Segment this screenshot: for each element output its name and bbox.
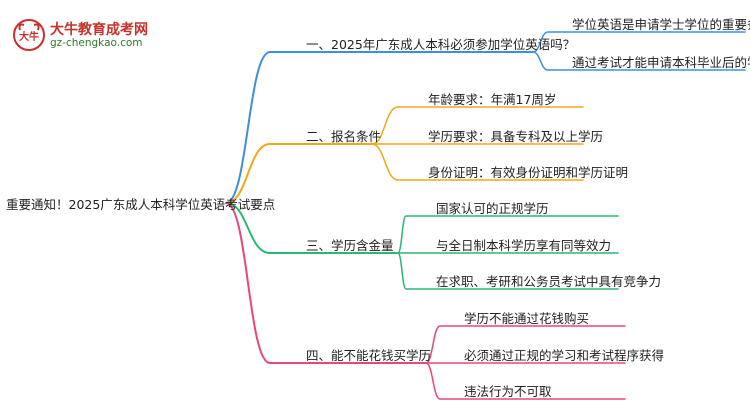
branch-2-child-3-connector	[371, 143, 584, 181]
branch-4-child-1: 学历不能通过花钱购买	[464, 311, 590, 326]
svg-text:大牛: 大牛	[19, 30, 39, 43]
branch-4-child-3: 违法行为不可取	[464, 384, 552, 399]
branch-1-connector	[225, 51, 534, 204]
root-topic: 重要通知！2025广东成人本科学位英语考试要点	[6, 197, 276, 212]
branch-1-child-2-connector	[532, 51, 746, 71]
logo-url: gz-chengkao.com	[50, 37, 143, 49]
branch-4-connector	[225, 202, 427, 364]
branch-1-child-1: 学位英语是申请学士学位的重要条件	[572, 17, 750, 32]
branch-2-label: 二、报名条件	[306, 129, 382, 144]
branch-1-child-1-connector	[532, 31, 746, 53]
branch-3-child-1: 国家认可的正规学历	[436, 201, 549, 216]
branch-4-child-3-connector	[425, 362, 626, 400]
branch-2-child-1: 年龄要求：年满17周岁	[428, 92, 557, 107]
branch-3-child-3: 在求职、考研和公务员考试中具有竞争力	[436, 274, 662, 289]
branch-3-label: 三、学历含金量	[306, 238, 394, 253]
branch-2-child-3: 身份证明：有效身份证明和学历证明	[428, 165, 629, 180]
branch-4-child-2: 必须通过正规的学习和考试程序获得	[464, 348, 665, 363]
bull-logo-icon: 大牛	[13, 19, 45, 51]
branch-1-child-2: 通过考试才能申请本科毕业后的学位证	[572, 55, 750, 70]
branch-3-child-3-connector	[397, 252, 619, 290]
logo-name: 大牛教育成考网	[50, 22, 148, 38]
branch-2-child-2: 学历要求：具备专科及以上学历	[428, 129, 604, 144]
branch-4-label: 四、能不能花钱买学历	[306, 348, 432, 363]
branch-3-child-1-connector	[397, 215, 619, 254]
branch-2-connector	[225, 143, 373, 204]
site-logo: 大牛 大牛教育成考网 gz-chengkao.com	[12, 18, 162, 52]
branch-2-child-1-connector	[371, 106, 584, 145]
branch-4-child-1-connector	[425, 325, 626, 364]
branch-3-connector	[225, 202, 399, 254]
branch-1-label: 一、2025年广东成人本科必须参加学位英语吗？	[306, 37, 576, 52]
branch-3-child-2: 与全日制本科学历享有同等效力	[436, 238, 612, 253]
